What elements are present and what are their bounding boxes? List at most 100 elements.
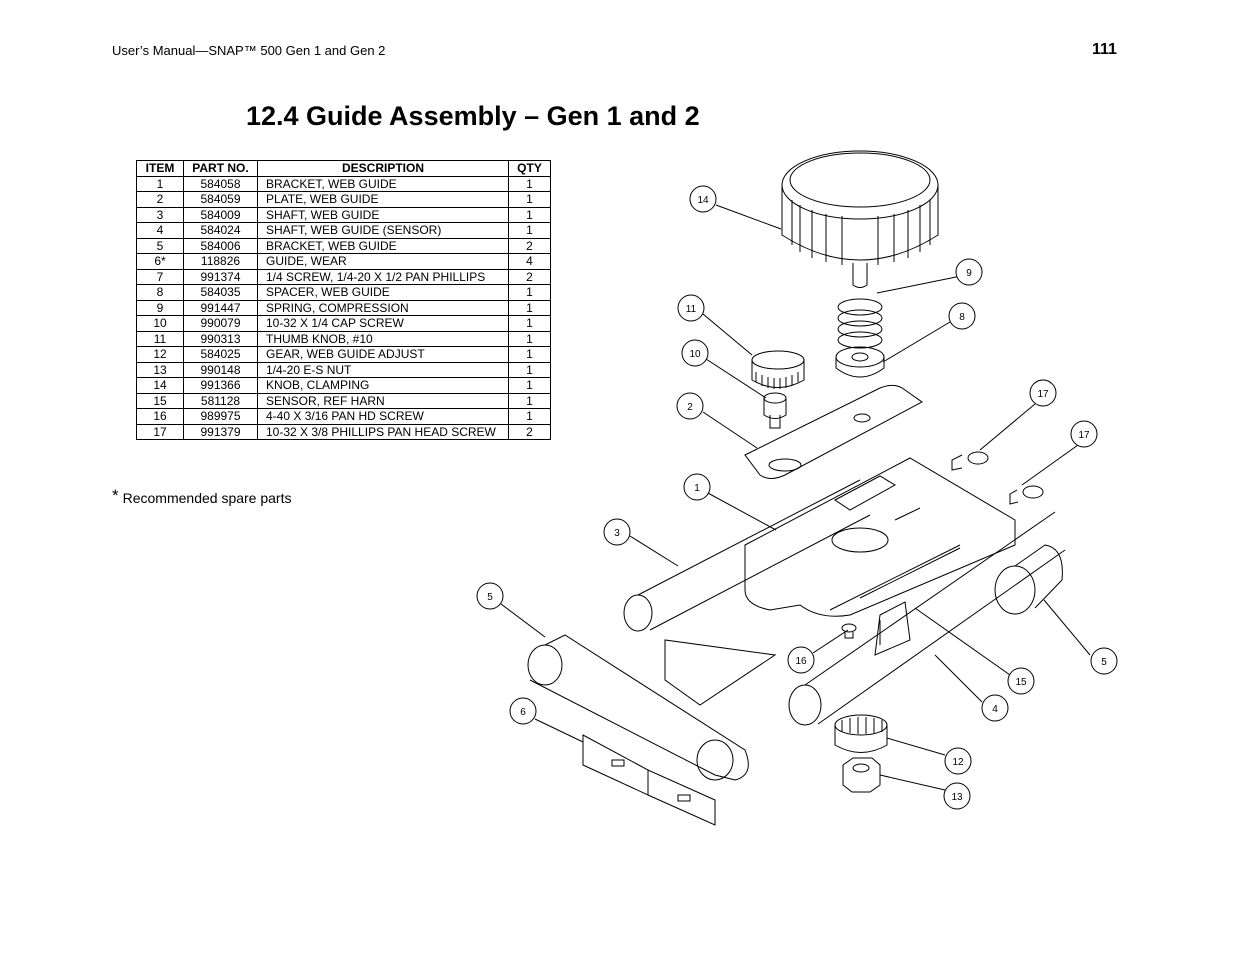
guide-plate-part xyxy=(744,384,923,479)
web-guide-bracket-left-part xyxy=(527,634,777,781)
callout-13: 13 xyxy=(943,782,971,810)
web-guide-shaft-part xyxy=(623,479,871,632)
callout-11: 11 xyxy=(677,294,705,322)
adjust-gear-part xyxy=(834,714,888,753)
callout-4: 4 xyxy=(981,694,1009,722)
callout-17b: 17 xyxy=(1070,420,1098,448)
svg-text:17: 17 xyxy=(1037,389,1049,400)
part-no-cell: 990148 xyxy=(183,361,258,378)
callout-16: 16 xyxy=(787,646,815,674)
svg-text:4: 4 xyxy=(992,704,998,715)
description-cell: 10-32 X 1/4 CAP SCREW xyxy=(257,315,509,332)
svg-text:1: 1 xyxy=(694,483,700,494)
part-no-cell: 991374 xyxy=(183,268,258,285)
svg-text:3: 3 xyxy=(614,528,620,539)
column-header-item: ITEM xyxy=(136,160,184,177)
callout-12: 12 xyxy=(944,747,972,775)
item-cell: 11 xyxy=(136,330,184,347)
description-cell: KNOB, CLAMPING xyxy=(257,377,509,394)
footnote: *Recommended spare parts xyxy=(112,486,292,506)
part-no-cell: 991366 xyxy=(183,377,258,394)
callout-2: 2 xyxy=(676,392,704,420)
callout-17a: 17 xyxy=(1029,379,1057,407)
svg-text:12: 12 xyxy=(952,757,964,768)
part-no-cell: 118826 xyxy=(183,253,258,270)
svg-text:11: 11 xyxy=(686,304,697,315)
part-no-cell: 990313 xyxy=(183,330,258,347)
description-cell: SHAFT, WEB GUIDE xyxy=(257,206,509,223)
sensor-shaft-part xyxy=(788,511,1066,726)
pan-head-screw-part-a xyxy=(951,451,989,471)
sensor-part xyxy=(874,601,911,656)
column-header-part-no: PART NO. xyxy=(183,160,258,177)
callout-15: 15 xyxy=(1007,667,1035,695)
part-no-cell: 584006 xyxy=(183,237,258,254)
svg-text:5: 5 xyxy=(487,592,493,603)
callout-labels: 14 9 8 11 10 2 17 17 1 3 5 5 16 15 4 6 1… xyxy=(476,185,1118,810)
footnote-symbol: * xyxy=(112,486,119,505)
cap-screw-part xyxy=(763,392,787,429)
callout-3: 3 xyxy=(603,518,631,546)
svg-text:10: 10 xyxy=(689,349,701,360)
footnote-text: Recommended spare parts xyxy=(122,490,292,506)
svg-text:6: 6 xyxy=(520,707,526,718)
compression-spring-part xyxy=(837,298,883,349)
svg-text:17: 17 xyxy=(1078,430,1090,441)
svg-text:5: 5 xyxy=(1101,657,1107,668)
wear-guide-part xyxy=(582,734,716,826)
clamping-knob-part xyxy=(781,150,939,288)
description-cell: PLATE, WEB GUIDE xyxy=(257,191,509,208)
svg-text:9: 9 xyxy=(966,268,972,279)
callout-14: 14 xyxy=(689,185,717,213)
svg-text:2: 2 xyxy=(687,402,693,413)
callout-6: 6 xyxy=(509,697,537,725)
part-no-cell: 989975 xyxy=(183,408,258,425)
qty-cell: 2 xyxy=(508,423,551,440)
description-cell: 1/4 SCREW, 1/4-20 X 1/2 PAN PHILLIPS xyxy=(257,268,509,285)
e-s-nut-part xyxy=(842,757,881,793)
part-no-cell: 991379 xyxy=(183,423,258,440)
svg-text:14: 14 xyxy=(697,195,709,206)
description-cell: 4-40 X 3/16 PAN HD SCREW xyxy=(257,408,509,425)
pan-hd-screw-part xyxy=(841,623,857,639)
description-cell: BRACKET, WEB GUIDE xyxy=(257,175,509,192)
page-number: 111 xyxy=(1092,41,1117,58)
callout-8: 8 xyxy=(948,302,976,330)
thumb-knob-part xyxy=(751,350,805,389)
table-header-row: ITEM PART NO. DESCRIPTION QTY xyxy=(136,160,551,177)
svg-text:15: 15 xyxy=(1015,677,1027,688)
svg-text:16: 16 xyxy=(795,656,807,667)
spacer-part xyxy=(835,346,885,378)
callout-5b: 5 xyxy=(1090,647,1118,675)
description-cell: 10-32 X 3/8 PHILLIPS PAN HEAD SCREW xyxy=(257,423,509,440)
svg-text:13: 13 xyxy=(951,792,963,803)
callout-9: 9 xyxy=(955,258,983,286)
callout-1: 1 xyxy=(683,473,711,501)
web-guide-bracket-part xyxy=(744,457,1016,617)
section-title: 12.4 Guide Assembly – Gen 1 and 2 xyxy=(246,101,700,131)
svg-text:8: 8 xyxy=(959,312,965,323)
callout-10: 10 xyxy=(681,339,709,367)
web-guide-bracket-right-part xyxy=(994,544,1063,615)
part-no-cell: 991447 xyxy=(183,299,258,316)
manual-title: User’s Manual—SNAP™ 500 Gen 1 and Gen 2 xyxy=(112,43,386,58)
pan-head-screw-part-b xyxy=(1009,485,1044,505)
callout-5a: 5 xyxy=(476,582,504,610)
